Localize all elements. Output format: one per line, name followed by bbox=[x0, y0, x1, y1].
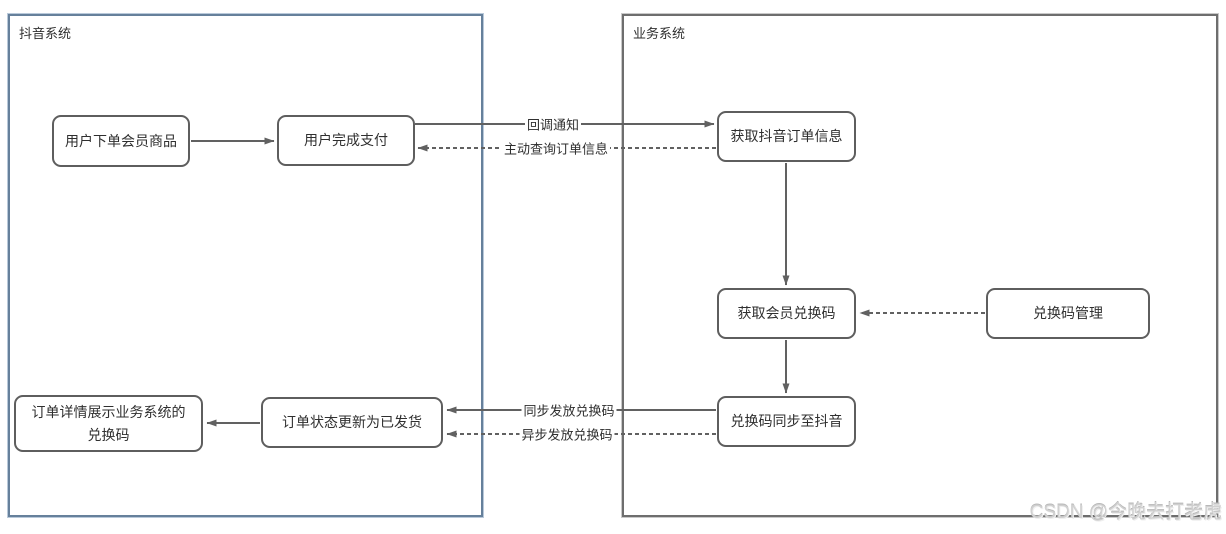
container-douyin-system: 抖音系统 bbox=[8, 14, 483, 517]
node-get-douyin-order-info: 获取抖音订单信息 bbox=[717, 111, 856, 162]
edge-label-sync-issue-code: 同步发放兑换码 bbox=[521, 400, 617, 420]
node-complete-payment: 用户完成支付 bbox=[277, 115, 415, 166]
node-order-status-shipped: 订单状态更新为已发货 bbox=[261, 397, 443, 448]
node-order-member-product: 用户下单会员商品 bbox=[52, 115, 190, 167]
node-redeem-code-management: 兑换码管理 bbox=[986, 288, 1150, 339]
node-order-detail-show-code: 订单详情展示业务系统的兑换码 bbox=[14, 395, 203, 452]
edge-label-query-order-info: 主动查询订单信息 bbox=[501, 138, 611, 158]
node-get-member-redeem-code: 获取会员兑换码 bbox=[717, 288, 856, 339]
csdn-watermark: CSDN @今晚去打老虎 bbox=[1029, 502, 1222, 523]
edge-label-callback-notify: 回调通知 bbox=[524, 114, 582, 134]
douyin-system-title: 抖音系统 bbox=[19, 26, 72, 41]
edge-label-async-issue-code: 异步发放兑换码 bbox=[519, 424, 615, 444]
container-business-system: 业务系统 bbox=[622, 14, 1218, 517]
business-system-title: 业务系统 bbox=[633, 26, 686, 41]
node-sync-code-to-douyin: 兑换码同步至抖音 bbox=[717, 396, 856, 447]
